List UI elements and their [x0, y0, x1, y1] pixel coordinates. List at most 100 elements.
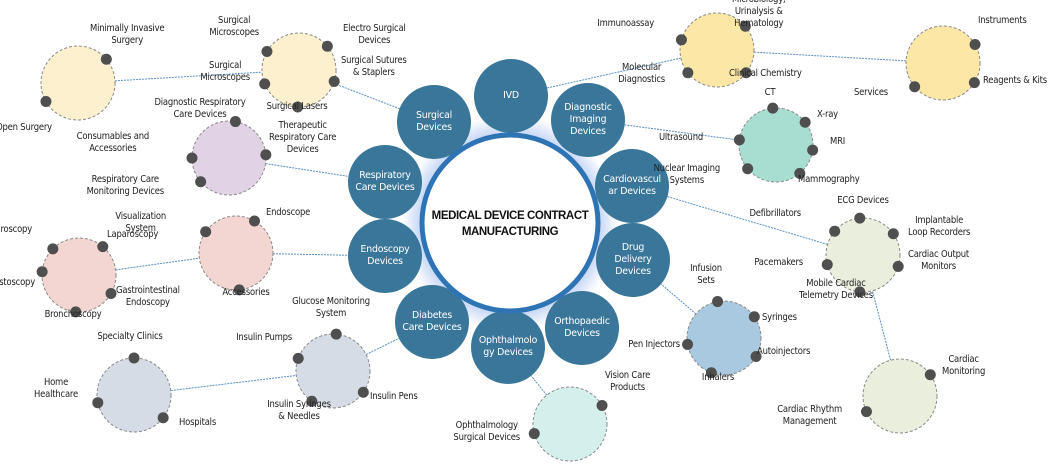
cluster-circle — [198, 215, 274, 291]
segment-ophthalmology[interactable] — [471, 310, 545, 384]
connector-diabetes-end-users — [170, 374, 297, 392]
node-dot — [261, 46, 273, 57]
segment-surgical[interactable] — [397, 85, 471, 159]
cluster-circle — [686, 300, 762, 376]
node-label: ECG Devices — [837, 195, 889, 206]
node-dot — [195, 176, 207, 188]
connector-imaging — [624, 124, 740, 141]
node-dot — [596, 400, 608, 411]
cluster-circle — [905, 25, 981, 101]
node-dot — [229, 116, 241, 128]
node-dot — [128, 352, 140, 364]
node-dot — [969, 39, 981, 50]
node-dot — [306, 395, 318, 407]
node-label: Laparoscopy — [107, 229, 159, 240]
cluster-circle — [532, 386, 608, 462]
node-label: Services — [854, 87, 888, 98]
cluster-circle — [862, 358, 938, 434]
node-label: Accessories — [222, 287, 270, 298]
segment-endoscopy[interactable] — [348, 219, 422, 293]
node-dot — [292, 352, 304, 364]
node-dot — [924, 369, 936, 381]
node-dot — [70, 306, 82, 318]
node-label: Consumables and Accessories — [76, 131, 150, 154]
node-label: Ophthalmology Surgical Devices — [453, 420, 520, 443]
segment-ivd[interactable] — [474, 59, 548, 133]
node-dot — [528, 428, 540, 440]
node-dot — [733, 134, 745, 146]
node-label: Autoinjectors — [757, 346, 811, 357]
node-dot — [92, 397, 104, 409]
connector-cardio-apps — [871, 290, 892, 361]
segment-label-diagnostic-imaging: Diagnostic Imaging Devices — [564, 102, 612, 137]
node-label: Infusion Sets — [690, 263, 722, 286]
node-dot — [740, 67, 752, 79]
segment-label-cardiovascular: Cardiovascul ar Devices — [603, 174, 661, 197]
node-dot — [887, 228, 899, 240]
node-dot — [739, 20, 751, 32]
node-label: Surgical Microscopes — [209, 15, 259, 38]
cluster-surgical-types — [40, 45, 116, 121]
node-label: Minimally Invasive Surgery — [90, 23, 165, 46]
connector-ivd-products — [547, 57, 681, 89]
segment-cardiovascular[interactable] — [595, 149, 669, 223]
node-dot — [47, 243, 59, 255]
node-dot — [799, 116, 811, 128]
cluster-ivd-types — [905, 25, 981, 101]
node-label: Cardiac Output Monitors — [908, 249, 970, 272]
node-dot — [821, 259, 833, 271]
connector-cardio-devices — [667, 196, 828, 245]
node-dot — [105, 288, 117, 299]
node-label: Inhalers — [701, 372, 735, 383]
node-dot — [712, 296, 724, 308]
node-label: Hospitals — [179, 417, 217, 428]
node-dot — [260, 149, 272, 161]
node-label: Molecular Diagnostics — [618, 62, 665, 85]
node-label: X-ray — [817, 109, 838, 120]
cluster-circle — [295, 333, 371, 409]
connector-drug-delivery-products — [660, 283, 697, 315]
cluster-circle — [40, 45, 116, 121]
segment-label-drug-delivery: Drug Delivery Devices — [614, 242, 652, 277]
node-label: Surgical Lasers — [266, 101, 328, 112]
node-label: Syringes — [762, 312, 797, 323]
node-label: Insulin Syringes & Needles — [267, 399, 331, 422]
connector-ophthalmology-products — [530, 375, 548, 396]
node-label: Bronchoscopy — [44, 309, 102, 320]
node-label: Reagents & Kits — [983, 75, 1047, 86]
cluster-circle — [261, 32, 337, 108]
node-dot — [97, 241, 109, 253]
segment-drug-delivery[interactable] — [596, 223, 670, 297]
node-label: Glucose Monitoring System — [292, 296, 370, 319]
node-dot — [829, 225, 841, 237]
node-dot — [292, 101, 304, 113]
node-label: Ultrasound — [658, 132, 703, 143]
node-label: Electro Surgical Devices — [343, 23, 406, 46]
node-dot — [748, 311, 760, 323]
node-label: Specialty Clinics — [97, 331, 163, 342]
node-label: Surgical Sutures & Staplers — [341, 55, 407, 78]
center-title: MEDICAL DEVICE CONTRACT MANUFACTURING — [431, 210, 589, 238]
cluster-circle — [679, 12, 755, 88]
segment-diabetes-care[interactable] — [395, 285, 469, 359]
node-label: Cardiac Rhythm Management — [777, 404, 842, 427]
connector-diabetes-products — [365, 337, 400, 356]
segment-respiratory-care[interactable] — [348, 145, 422, 219]
node-label: Nuclear Imaging Systems — [653, 163, 721, 186]
node-label: Vision Care Products — [605, 370, 651, 393]
node-dot — [794, 167, 806, 179]
node-dot — [100, 53, 112, 65]
segment-label-surgical: Surgical Devices — [415, 110, 453, 133]
segment-diagnostic-imaging[interactable] — [551, 83, 625, 157]
node-label: Diagnostic Respiratory Care Devices — [154, 97, 246, 120]
connectors — [114, 51, 907, 396]
cluster-drug-delivery-products — [682, 296, 762, 379]
clusters — [36, 12, 981, 462]
node-label: Mammography — [798, 174, 860, 185]
node-label: Pen Injectors — [628, 339, 680, 350]
cluster-cardio-devices — [821, 212, 904, 298]
cluster-imaging — [733, 102, 819, 183]
segment-orthopaedic[interactable] — [545, 291, 619, 365]
node-label: Surgical Microscopes — [200, 60, 250, 83]
connector-endoscopy-products — [272, 253, 349, 256]
